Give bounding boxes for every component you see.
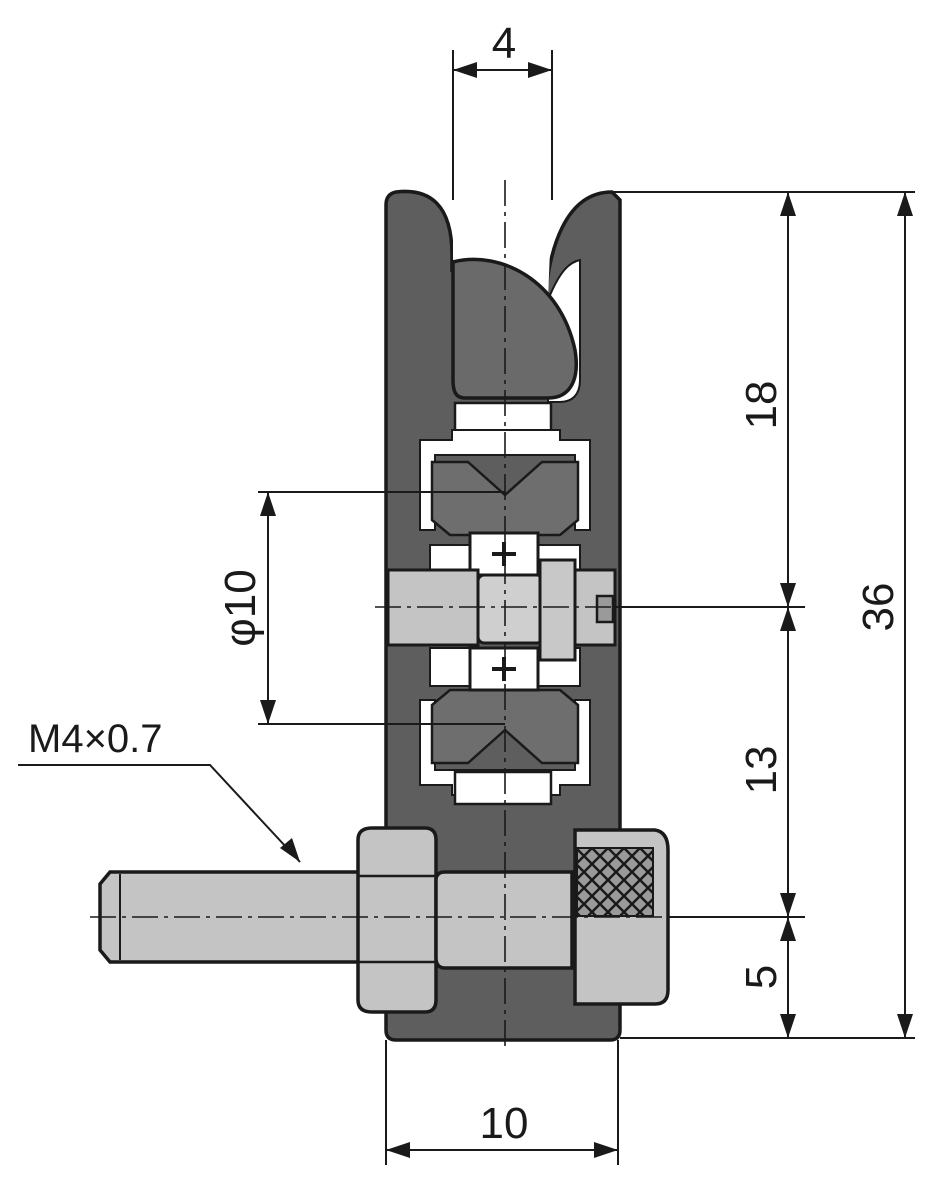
lower-cavity	[419, 688, 591, 806]
dimension-lines	[260, 62, 913, 1158]
dim-total-height: 36	[854, 583, 903, 632]
thread-leader	[18, 764, 301, 863]
center-lines	[90, 180, 680, 1048]
knurled-knob	[573, 828, 670, 1006]
dim-groove-width: 4	[492, 19, 516, 68]
roller-tire	[451, 257, 578, 400]
dim-upper-height: 18	[737, 381, 786, 430]
bolt-shank	[434, 870, 574, 970]
hex-nut	[356, 826, 438, 1014]
thread-spec-label: M4×0.7	[28, 717, 163, 761]
dim-lower-height: 5	[737, 965, 786, 989]
dim-body-width: 10	[480, 1099, 529, 1148]
extension-lines	[258, 50, 915, 1165]
dim-middle-height: 13	[737, 746, 786, 795]
dim-bearing-diameter: φ10	[216, 569, 265, 646]
